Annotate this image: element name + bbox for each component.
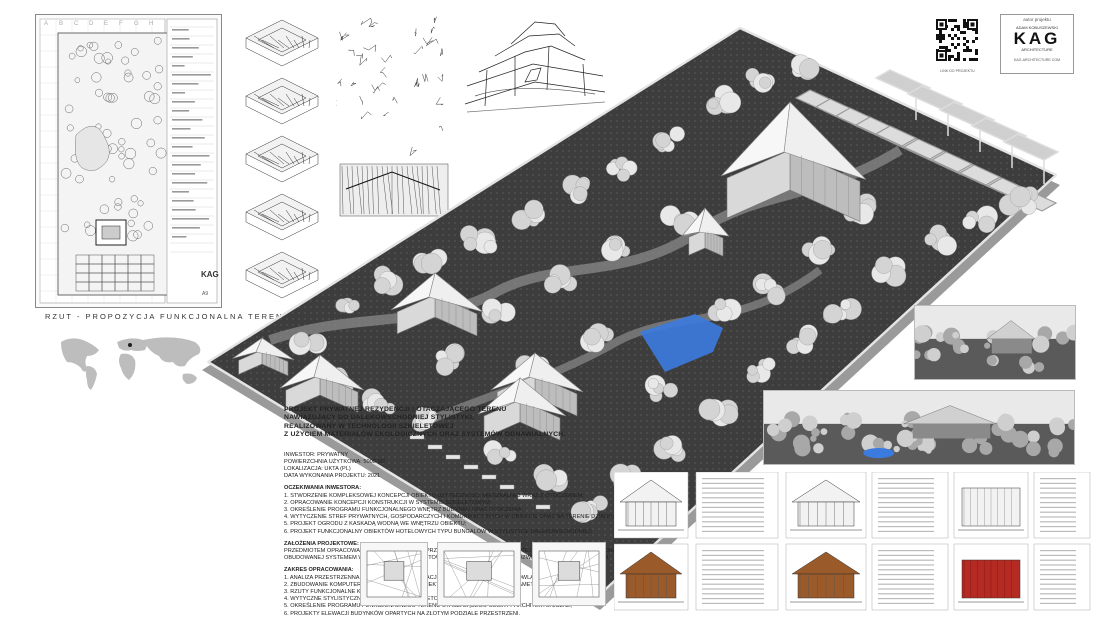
qr-caption: LINK DO PROJEKTU: [930, 69, 985, 73]
info-line: INWESTOR: PRYWATNY: [284, 452, 624, 459]
expectation-item: 3. OKREŚLENIE PROGRAMU FUNKCJONALNEGO WN…: [284, 507, 624, 514]
render-view-2[interactable]: [763, 390, 1075, 465]
render-view-1[interactable]: [914, 305, 1076, 380]
author-label: autor projektu: [1001, 17, 1073, 22]
elevation-sheets: [614, 472, 1092, 614]
project-title-line: PROJEKT PRYWATNEJ REZYDENCJI I OTACZAJĄC…: [284, 406, 624, 414]
project-qr-code[interactable]: LINK DO PROJEKTU: [930, 16, 985, 72]
plan-column-letter: B: [59, 21, 63, 27]
plan-column-letter: A: [44, 21, 48, 27]
floor-plan-2[interactable]: [437, 542, 521, 606]
expectations-section: OCZEKIWANIA INWESTORA: 1. STWORZENIE KOM…: [284, 485, 624, 535]
studio-url[interactable]: KAG-ARCHITECTURE.COM: [1001, 58, 1073, 62]
project-title-line: Z UŻYCIEM MATERIAŁÓW EKOLOGICZNYCH ORAZ …: [284, 431, 624, 439]
info-line: POWIERZCHNIA UŻYTKOWA: 5000 M2: [284, 459, 624, 466]
info-line: DATA WYKONANIA PROJEKTU: 2021: [284, 473, 624, 480]
scope-item: 6. PROJEKTY ELEWACJI BUDYNKÓW OPARTYCH N…: [284, 611, 624, 618]
project-title-line: NAWIĄZUJĄCY DO DALEKOWSCHODNIEJ STYLISTY…: [284, 414, 624, 422]
kag-logo: KAG: [1001, 30, 1073, 47]
floor-plan-1[interactable]: [360, 542, 428, 606]
world-map: [55, 332, 215, 394]
expectation-item: 2. OPRACOWANIE KONCEPCJI KONSTRUKCJI W S…: [284, 500, 624, 507]
project-info: INWESTOR: PRYWATNY POWIERZCHNIA UŻYTKOWA…: [284, 452, 624, 481]
plan-column-letter: F: [119, 21, 123, 27]
plan-column-letter: E: [104, 21, 108, 27]
project-title: PROJEKT PRYWATNEJ REZYDENCJI I OTACZAJĄC…: [284, 406, 624, 440]
expectation-item: 4. WYTYCZENIE STREF PRYWATNYCH, GOSPODAR…: [284, 514, 624, 521]
studio-label: ARCHITECTURE: [1001, 47, 1073, 52]
plan-column-letter: H: [149, 21, 153, 27]
floor-plan-3[interactable]: [532, 542, 606, 606]
plan-column-letter: G: [134, 21, 139, 27]
plan-column-letter: D: [89, 21, 94, 27]
expectation-item: 1. STWORZENIE KOMPLEKSOWEJ KONCEPCJI OBI…: [284, 493, 624, 500]
plan-column-letter: C: [74, 21, 79, 27]
expectations-heading: OCZEKIWANIA INWESTORA:: [284, 485, 624, 492]
project-title-line: REALIZOWANY W TECHNOLOGII SZKIELETOWEJ: [284, 423, 624, 431]
author-logo-block: autor projektu ADAM KOBUSZEWSKI KAG ARCH…: [1000, 14, 1074, 74]
info-line: LOKALIZACJA: UKTA (PL): [284, 466, 624, 473]
expectation-item: 5. PROJEKT OGRODU Z KASKADĄ WODNĄ WE WNĘ…: [284, 521, 624, 528]
expectation-item: 6. PROJEKT FUNKCJONALNY OBIEKTÓW HOTELOW…: [284, 529, 624, 536]
